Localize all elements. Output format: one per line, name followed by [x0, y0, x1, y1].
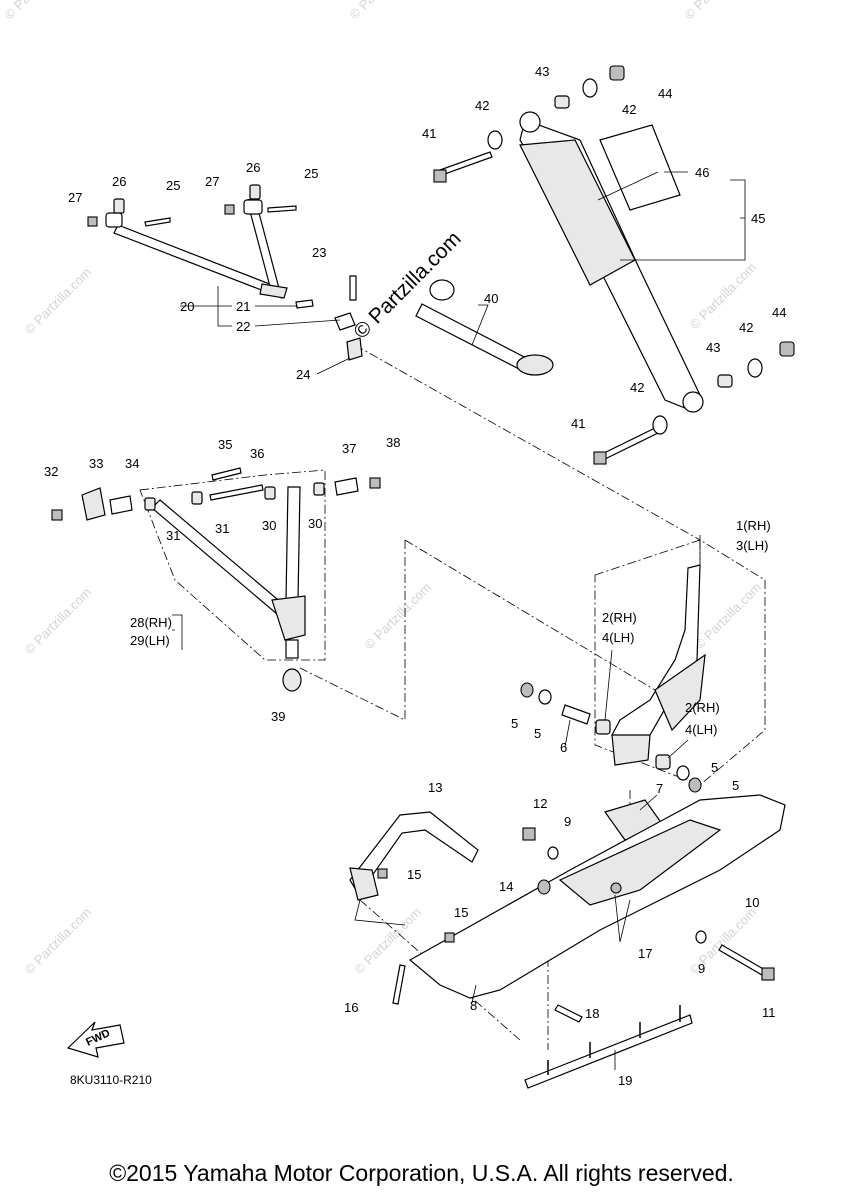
watermark: © Partzilla.com	[352, 905, 425, 978]
watermark: © Partzilla.com	[347, 0, 420, 22]
callout-27: 27	[68, 190, 82, 205]
callout-5: 5	[511, 716, 518, 731]
callout-30: 30	[262, 518, 276, 533]
callout-5: 5	[732, 778, 739, 793]
callout-15: 15	[454, 905, 468, 920]
callout-42: 42	[622, 102, 636, 117]
callout-32: 32	[44, 464, 58, 479]
callout-43: 43	[706, 340, 720, 355]
callout-35: 35	[218, 437, 232, 452]
callout-42: 42	[475, 98, 489, 113]
callout-31: 31	[166, 528, 180, 543]
callout-23: 23	[312, 245, 326, 260]
watermark: © Partzilla.com	[362, 580, 435, 653]
callout-10: 10	[745, 895, 759, 910]
callout-26: 26	[112, 174, 126, 189]
watermark: © Partzilla.com	[22, 905, 95, 978]
watermark: © Partzilla.com	[2, 0, 75, 22]
callout-9: 9	[564, 814, 571, 829]
callout-28: 28(RH)	[130, 615, 172, 630]
stabilizer-link	[415, 279, 554, 376]
callout-5: 5	[534, 726, 541, 741]
callout-42: 42	[739, 320, 753, 335]
callout-19: 19	[618, 1073, 632, 1088]
fwd-arrow: FWD	[66, 1021, 125, 1058]
callout-27: 27	[205, 174, 219, 189]
callout-3: 3(LH)	[736, 538, 769, 553]
callout-40: 40	[484, 291, 498, 306]
callout-29: 29(LH)	[130, 633, 170, 648]
callout-9: 9	[698, 961, 705, 976]
callout-41: 41	[422, 126, 436, 141]
leader-lines	[172, 171, 746, 1070]
watermark: © Partzilla.com	[682, 0, 755, 22]
callout-14: 14	[499, 879, 513, 894]
callout-21: 21	[236, 299, 250, 314]
callout-1: 1(RH)	[736, 518, 771, 533]
callout-45: 45	[751, 211, 765, 226]
callout-46: 46	[695, 165, 709, 180]
upper-arm-assembly	[51, 467, 381, 692]
spindle-assembly	[520, 564, 706, 841]
callout-7: 7	[656, 781, 663, 796]
callout-12: 12	[533, 796, 547, 811]
callout-36: 36	[250, 446, 264, 461]
callout-34: 34	[125, 456, 139, 471]
callout-39: 39	[271, 709, 285, 724]
callout-31: 31	[215, 521, 229, 536]
watermark: © Partzilla.com	[22, 265, 95, 338]
callout-33: 33	[89, 456, 103, 471]
drawing-code: 8KU3110-R210	[70, 1073, 152, 1087]
callout-6: 6	[560, 740, 567, 755]
callout-44: 44	[772, 305, 786, 320]
callout-38: 38	[386, 435, 400, 450]
callout-18: 18	[585, 1006, 599, 1021]
callout-26: 26	[246, 160, 260, 175]
callout-16: 16	[344, 1000, 358, 1015]
callout-42: 42	[630, 380, 644, 395]
callout-8: 8	[470, 998, 477, 1013]
callout-5: 5	[711, 760, 718, 775]
watermark: © Partzilla.com	[22, 585, 95, 658]
callout-2-lower: 2(RH)	[685, 700, 720, 715]
callout-15: 15	[407, 867, 421, 882]
callout-41: 41	[571, 416, 585, 431]
callout-20: 20	[180, 299, 194, 314]
front-arm-assembly	[87, 184, 363, 361]
callout-4-lower: 4(LH)	[685, 722, 718, 737]
callout-37: 37	[342, 441, 356, 456]
callout-43: 43	[535, 64, 549, 79]
callout-30: 30	[308, 516, 322, 531]
copyright-notice: ©2015 Yamaha Motor Corporation, U.S.A. A…	[109, 1160, 734, 1186]
callout-11: 11	[762, 1005, 776, 1020]
callout-17: 17	[638, 946, 652, 961]
watermark: © Partzilla.com	[692, 580, 765, 653]
callout-13: 13	[428, 780, 442, 795]
callout-44: 44	[658, 86, 672, 101]
callout-4-upper: 4(LH)	[602, 630, 635, 645]
callout-25: 25	[166, 178, 180, 193]
callout-2-upper: 2(RH)	[602, 610, 637, 625]
ski-assembly	[349, 794, 786, 1089]
callouts: 1(RH) 3(LH) 2(RH) 4(LH) 2(RH) 4(LH) 5 5 …	[44, 64, 786, 1088]
callout-24: 24	[296, 367, 310, 382]
callout-25: 25	[304, 166, 318, 181]
shock-absorber	[433, 65, 795, 465]
callout-22: 22	[236, 319, 250, 334]
